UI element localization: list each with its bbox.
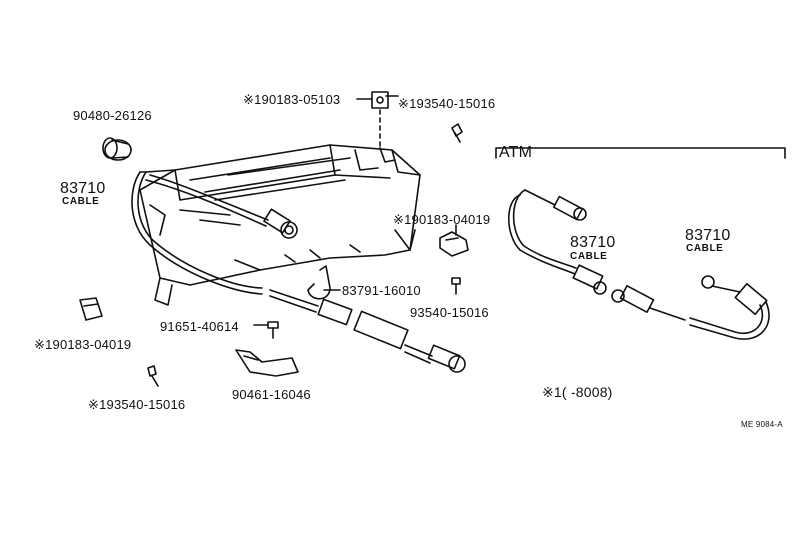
label-193540-15016-top: ※193540-15016	[398, 96, 496, 111]
main-cable-icon	[131, 169, 466, 373]
label-83710-main: 83710	[60, 180, 106, 197]
clip-icon	[439, 231, 469, 257]
reference-code: ME 9084-A	[741, 420, 783, 429]
label-83791-16010: 83791-16010	[342, 283, 421, 298]
atm-cable-icon	[508, 189, 607, 295]
atm-bracket	[495, 147, 786, 159]
instrument-cluster-icon	[139, 144, 421, 306]
screw-icon	[451, 277, 461, 295]
label-83710-atm2: 83710	[685, 227, 731, 244]
label-190183-04019-right: ※190183-04019	[393, 212, 491, 227]
label-193540-15016-bottom: ※193540-15016	[88, 397, 186, 412]
label-cable-atm2: CABLE	[686, 243, 724, 254]
label-cable-atm1: CABLE	[570, 251, 608, 262]
label-190183-05103: ※190183-05103	[243, 92, 341, 107]
label-90461-16046: 90461-16046	[232, 387, 311, 402]
label-83710-atm1: 83710	[570, 234, 616, 251]
screw-icon	[267, 321, 279, 339]
screw-icon	[147, 365, 159, 387]
clamp-icon	[235, 349, 299, 377]
atm-cable-icon	[611, 275, 770, 340]
screw-icon	[451, 123, 463, 143]
clip-icon	[371, 91, 399, 151]
label-90480-26126: 90480-26126	[73, 108, 152, 123]
label-190183-04019-left: ※190183-04019	[34, 337, 132, 352]
label-cable-main: CABLE	[62, 196, 100, 207]
clamp-icon	[307, 265, 331, 300]
footnote: ※1( -8008)	[542, 384, 613, 400]
label-93540-15016: 93540-15016	[410, 305, 489, 320]
grommet-icon	[102, 137, 132, 161]
clip-icon	[79, 297, 103, 321]
label-91651-40614: 91651-40614	[160, 319, 239, 334]
atm-title: ATM	[499, 144, 533, 161]
